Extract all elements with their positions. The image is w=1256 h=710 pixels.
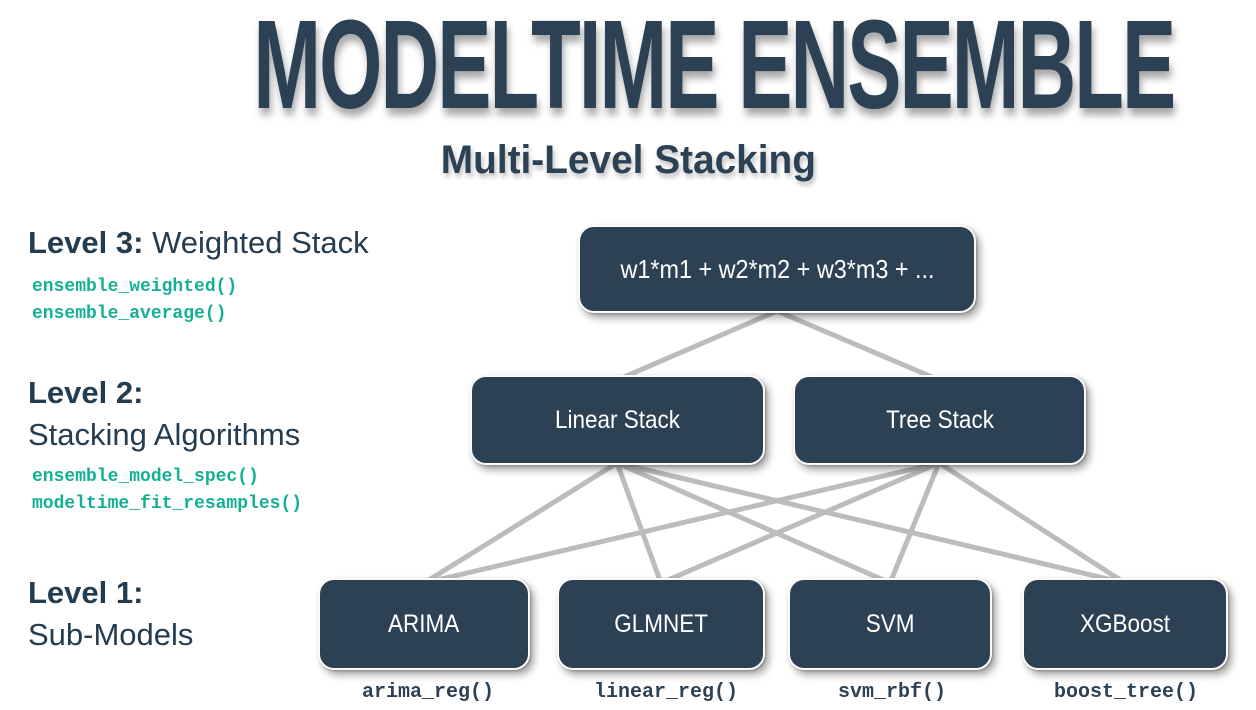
- code-ensemble-weighted: ensemble_weighted(): [32, 277, 238, 297]
- edge-weighted-tree: [776, 308, 940, 383]
- page-subtitle: Multi-Level Stacking: [440, 138, 816, 182]
- page-title: MODELTIME ENSEMBLE: [253, 0, 1176, 135]
- edge-linear-svm: [615, 460, 892, 586]
- node-arima: ARIMA: [318, 578, 530, 670]
- edge-weighted-linear: [616, 308, 778, 383]
- node-linear-stack: Linear Stack: [470, 375, 765, 465]
- edge-tree-xgboost: [937, 460, 1127, 586]
- edge-tree-svm: [887, 462, 942, 584]
- code-ensemble-model-spec: ensemble_model_spec(): [32, 467, 259, 487]
- level-2-label: Level 2: Stacking Algorithms: [28, 372, 300, 456]
- level-3-functions: ensemble_weighted() ensemble_average(): [32, 274, 237, 328]
- level-2-name: Level 2:: [28, 375, 144, 410]
- code-ensemble-average: ensemble_average(): [32, 304, 227, 324]
- level-1-label: Level 1: Sub-Models: [28, 572, 193, 656]
- level-3-label: Level 3: Weighted Stack: [28, 222, 369, 264]
- code-svm-rbf: svm_rbf(): [837, 681, 947, 704]
- edge-linear-arima: [422, 460, 619, 586]
- level-2-description: Stacking Algorithms: [28, 417, 301, 452]
- edge-linear-glmnet: [614, 462, 664, 584]
- level-3-name: Level 3:: [28, 225, 144, 260]
- node-svm: SVM: [788, 578, 992, 670]
- level-1-name: Level 1:: [28, 575, 144, 610]
- level-2-functions: ensemble_model_spec() modeltime_fit_resa…: [32, 464, 302, 518]
- node-xgboost: XGBoost: [1022, 578, 1228, 670]
- code-linear-reg: linear_reg(): [593, 681, 739, 704]
- node-weighted-formula: w1*m1 + w2*m2 + w3*m3 + ...: [578, 225, 976, 313]
- edge-tree-glmnet: [660, 460, 940, 586]
- edge-tree-arima: [423, 460, 940, 586]
- code-arima-reg: arima_reg(): [361, 681, 495, 704]
- level-3-description: Weighted Stack: [152, 225, 369, 260]
- node-glmnet: GLMNET: [557, 578, 765, 670]
- level-1-description: Sub-Models: [28, 617, 194, 652]
- code-modeltime-fit-resamples: modeltime_fit_resamples(): [32, 494, 303, 514]
- node-tree-stack: Tree Stack: [793, 375, 1086, 465]
- edge-linear-xgboost: [616, 460, 1126, 586]
- code-boost-tree: boost_tree(): [1053, 681, 1199, 704]
- header: MODELTIME ENSEMBLE: [0, 0, 1256, 128]
